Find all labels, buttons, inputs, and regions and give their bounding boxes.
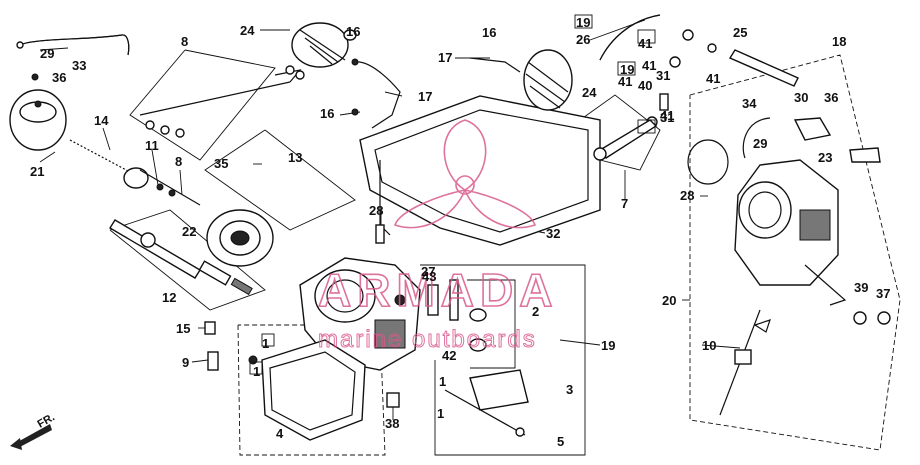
callout-label: 37 <box>876 286 890 301</box>
callout-label: 33 <box>72 58 86 73</box>
callout-label: 19 <box>620 62 634 77</box>
carburetor-center <box>299 257 421 371</box>
air-box-32 <box>359 95 601 246</box>
callout-label: 16 <box>346 24 360 39</box>
callout-label: 41 <box>706 71 720 86</box>
armada-watermark: ARMADA marine outboards <box>317 119 558 354</box>
callout-label: 41 <box>618 74 632 89</box>
callout-label: 34 <box>742 96 757 111</box>
callout-label: 23 <box>818 150 832 165</box>
callout-label: 5 <box>557 434 564 449</box>
callout-label: 19 <box>601 338 615 353</box>
callout-label: 29 <box>753 136 767 151</box>
callout-label: 40 <box>638 78 652 93</box>
callout-label: 13 <box>288 150 302 165</box>
callout-label: 26 <box>576 32 590 47</box>
callout-label: 27 <box>421 264 435 279</box>
boot-24-right <box>523 49 573 111</box>
callout-label: 41 <box>642 58 656 73</box>
callout-label: 16 <box>482 25 496 40</box>
callout-label: 28 <box>680 188 694 203</box>
callout-labels: 1 1 1 1 2 3 4 5 7 8 8 9 10 11 12 13 14 1… <box>30 15 890 449</box>
callout-label: 43 <box>422 269 436 284</box>
callout-label: 41 <box>638 36 652 51</box>
callout-label: 38 <box>385 416 399 431</box>
callout-label: 2 <box>532 304 539 319</box>
carburetor-right <box>734 159 847 306</box>
callout-label: 4 <box>276 426 284 441</box>
part-drawings <box>9 14 891 441</box>
callout-label: 12 <box>162 290 176 305</box>
callout-label: 32 <box>546 226 560 241</box>
callout-label: 3 <box>566 382 573 397</box>
leader-lines <box>39 19 901 456</box>
callout-label: 1 <box>439 374 446 389</box>
callout-label: 1 <box>253 364 260 379</box>
callout-label: 39 <box>854 280 868 295</box>
callout-label: 16 <box>320 106 334 121</box>
spring-14 <box>69 139 131 173</box>
callout-label: 7 <box>621 196 628 211</box>
callout-label: 41 <box>660 108 674 123</box>
watermark-tagline: marine outboards <box>318 326 537 353</box>
callout-label: 30 <box>794 90 808 105</box>
callout-label: 17 <box>438 50 452 65</box>
callout-label: 36 <box>52 70 66 85</box>
callout-label: 42 <box>442 348 456 363</box>
watermark-brand: ARMADA <box>318 264 558 316</box>
watermark-logo <box>393 119 537 229</box>
callout-label: 15 <box>176 321 190 336</box>
callout-label: 17 <box>418 89 432 104</box>
callout-label: 10 <box>702 338 716 353</box>
callout-label: 19 <box>576 15 590 30</box>
callout-label: 31 <box>660 110 674 125</box>
callout-label: 21 <box>30 164 44 179</box>
callout-label: 36 <box>824 90 838 105</box>
callout-label: 11 <box>145 138 159 153</box>
front-label: FR. <box>36 411 57 430</box>
callout-label: 35 <box>214 156 228 171</box>
callout-label: 28 <box>369 203 383 218</box>
front-direction-marker: FR. <box>10 411 57 450</box>
callout-label: 31 <box>656 68 670 83</box>
callout-label: 9 <box>182 355 189 370</box>
callout-label: 29 <box>40 46 54 61</box>
callout-label: 8 <box>175 154 182 169</box>
callout-label: 8 <box>181 34 188 49</box>
callout-label: 1 <box>262 336 269 351</box>
callout-label: 24 <box>582 85 597 100</box>
callout-label: 18 <box>832 34 846 49</box>
callout-label: 24 <box>240 23 255 38</box>
callout-label: 22 <box>182 224 196 239</box>
callout-label: 20 <box>662 293 676 308</box>
boot-24-upper <box>291 22 357 68</box>
callout-label: 25 <box>733 25 747 40</box>
callout-label: 14 <box>94 113 109 128</box>
callout-label: 1 <box>437 406 444 421</box>
